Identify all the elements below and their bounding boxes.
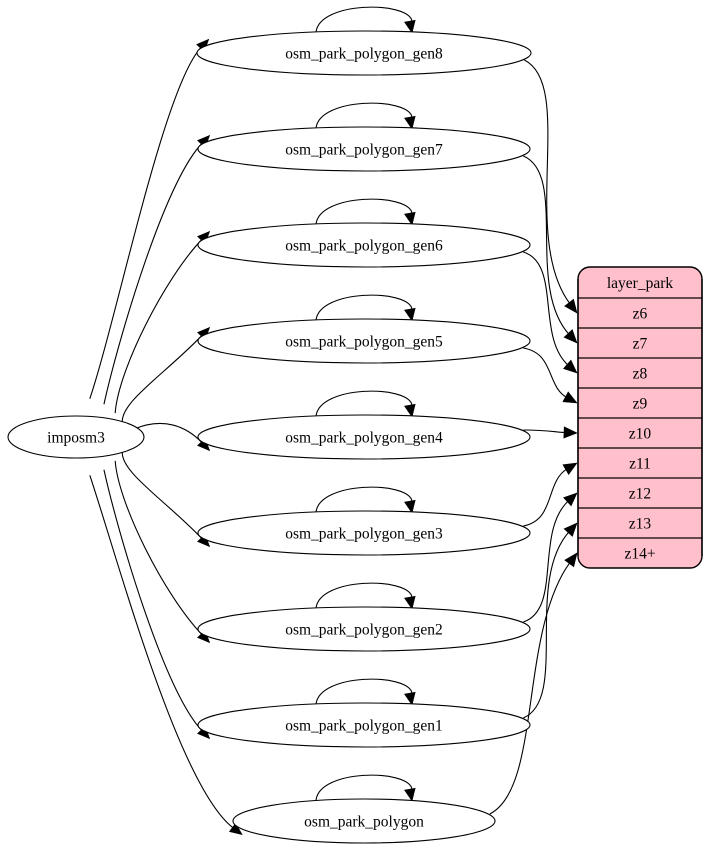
node-ellipse-gen3[interactable]	[197, 510, 531, 556]
node-label-base: osm_park_polygon	[304, 814, 424, 831]
node-ellipse-gen7[interactable]	[197, 126, 531, 172]
layer-park-table: layer_park z6 z7 z8 z9 z10 z11 z12 z13 z14+	[577, 266, 703, 569]
edge-self-loop-gen2	[315, 582, 413, 609]
node-gen4[interactable]: osm_park_polygon_gen4	[197, 414, 531, 460]
node-ellipse-imposm3[interactable]	[7, 415, 145, 459]
arrowhead-self-loop-gen1	[404, 691, 416, 706]
node-gen5[interactable]: osm_park_polygon_gen5	[197, 318, 531, 364]
table-row-label-z14plus[interactable]: z14+	[624, 546, 655, 563]
edge-self-loop-gen4	[315, 390, 413, 417]
arrowhead-gen2-to-z12	[563, 492, 578, 507]
table-row-label-z6[interactable]: z6	[633, 306, 648, 323]
node-label-gen6: osm_park_polygon_gen6	[285, 238, 443, 255]
arrowhead-self-loop-gen6	[404, 211, 416, 226]
table-row-label-z10[interactable]: z10	[629, 426, 652, 443]
node-label-gen4: osm_park_polygon_gen4	[285, 430, 443, 447]
table-header-label: layer_park	[607, 275, 674, 292]
edge-imposm3-to-gen3	[121, 449, 203, 540]
node-gen1[interactable]: osm_park_polygon_gen1	[197, 702, 531, 748]
node-label-gen5: osm_park_polygon_gen5	[285, 334, 443, 351]
arrowhead-gen5-to-z9	[562, 391, 578, 404]
edge-self-loop-gen1	[315, 678, 413, 705]
table-row-label-z9[interactable]: z9	[633, 396, 648, 413]
arrowhead-self-loop-gen8	[404, 19, 416, 34]
edge-imposm3-to-gen6	[114, 238, 203, 414]
node-imposm3[interactable]: imposm3	[7, 415, 145, 459]
edge-imposm3-to-gen2	[114, 460, 203, 636]
node-base[interactable]: osm_park_polygon	[232, 798, 496, 844]
node-gen8[interactable]: osm_park_polygon_gen8	[196, 30, 532, 76]
node-label-gen8: osm_park_polygon_gen8	[285, 46, 443, 63]
node-ellipse-base[interactable]	[232, 798, 496, 844]
node-label-imposm3: imposm3	[47, 430, 105, 447]
table-row-label-z12[interactable]: z12	[629, 486, 651, 503]
arrowhead-self-loop-gen4	[404, 403, 416, 418]
layer-park-table-group[interactable]: layer_park z6 z7 z8 z9 z10 z11 z12 z13 z14+	[577, 266, 703, 569]
arrowhead-gen8-to-z6	[564, 298, 578, 314]
table-row-label-z7[interactable]: z7	[633, 336, 648, 353]
edge-self-loop-base	[315, 774, 413, 801]
node-label-gen7: osm_park_polygon_gen7	[285, 142, 443, 159]
edge-gen6-to-z8	[523, 251, 570, 367]
edge-self-loop-gen6	[315, 198, 413, 225]
edge-imposm3-to-gen1	[103, 469, 203, 732]
arrowhead-gen1-to-z13	[563, 522, 578, 537]
edge-base-to-z14plus	[489, 561, 571, 815]
node-label-gen1: osm_park_polygon_gen1	[285, 718, 443, 735]
arrowhead-imposm3-to-base	[228, 822, 243, 836]
edge-gen4-to-z10	[523, 429, 567, 434]
edge-imposm3-to-base	[89, 475, 234, 829]
edge-gen5-to-z9	[523, 347, 568, 399]
edge-gen1-to-z13	[523, 530, 571, 719]
node-gen6[interactable]: osm_park_polygon_gen6	[197, 222, 531, 268]
nodes-layer: imposm3 osm_park_polygon_gen8 osm_park_pol…	[7, 30, 532, 844]
arrowhead-self-loop-gen2	[404, 595, 416, 610]
arrowhead-gen3-to-z11	[562, 462, 578, 475]
table-row-label-z13[interactable]: z13	[629, 516, 652, 533]
edge-self-loop-gen5	[315, 294, 413, 321]
arrowhead-self-loop-gen3	[404, 499, 416, 514]
edge-gen3-to-z11	[523, 468, 568, 527]
node-ellipse-gen2[interactable]	[197, 606, 531, 652]
edge-gen8-to-z6	[524, 59, 571, 305]
arrowhead-gen6-to-z8	[563, 359, 578, 374]
edge-self-loop-gen7	[315, 102, 413, 129]
node-ellipse-gen5[interactable]	[197, 318, 531, 364]
edge-gen2-to-z12	[523, 499, 570, 623]
node-gen2[interactable]: osm_park_polygon_gen2	[197, 606, 531, 652]
arrowhead-self-loop-gen7	[404, 115, 416, 130]
edges-layer	[89, 6, 578, 836]
node-gen7[interactable]: osm_park_polygon_gen7	[197, 126, 531, 172]
arrowhead-self-loop-base	[404, 787, 416, 802]
arrowhead-gen4-to-z10	[563, 426, 578, 439]
node-label-gen2: osm_park_polygon_gen2	[285, 622, 443, 639]
edge-imposm3-to-gen7	[103, 142, 203, 405]
node-gen3[interactable]: osm_park_polygon_gen3	[197, 510, 531, 556]
arrowhead-gen7-to-z7	[563, 329, 578, 344]
edge-imposm3-to-gen8	[89, 46, 202, 399]
arrowhead-self-loop-gen5	[404, 307, 416, 322]
edge-imposm3-to-gen5	[121, 334, 203, 425]
node-ellipse-gen8[interactable]	[196, 30, 532, 76]
table-row-label-z8[interactable]: z8	[633, 366, 648, 383]
table-row-label-z11[interactable]: z11	[629, 456, 651, 473]
node-ellipse-gen6[interactable]	[197, 222, 531, 268]
edge-gen7-to-z7	[523, 155, 570, 336]
node-ellipse-gen4[interactable]	[197, 414, 531, 460]
node-ellipse-gen1[interactable]	[197, 702, 531, 748]
node-label-gen3: osm_park_polygon_gen3	[285, 526, 443, 543]
edge-self-loop-gen3	[315, 486, 413, 513]
edge-self-loop-gen8	[315, 6, 413, 33]
arrowhead-base-to-z14plus	[564, 552, 578, 568]
